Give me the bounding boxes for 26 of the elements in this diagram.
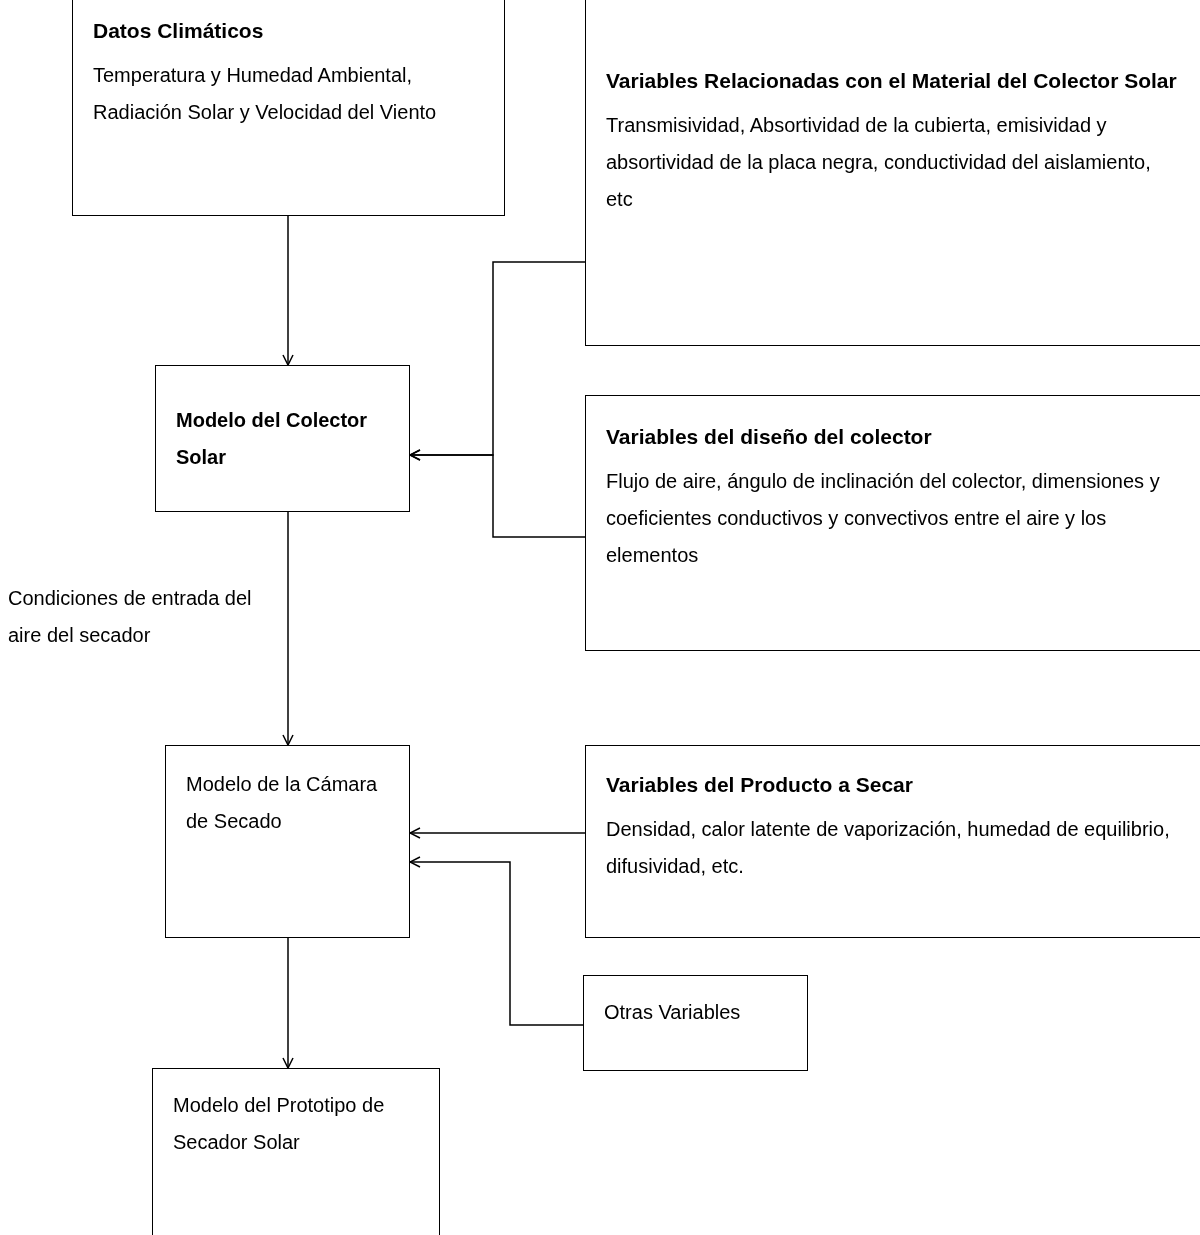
box-text: Densidad, calor latente de vaporización, humedad de equilibrio, difusividad, etc. [606, 817, 1171, 879]
box-text: Transmisividad, Absortividad de la cubierta, emisividad y absortividad de la placa negra, conductividad del aislamiento, etc [606, 113, 1152, 212]
box-text: Modelo del Colector Solar [176, 408, 369, 470]
process-box [165, 745, 410, 938]
box-heading: Variables del diseño del colector [606, 424, 933, 450]
box-text: Modelo de la Cámara de Secado [186, 772, 379, 834]
box-heading: Datos Climáticos [93, 18, 265, 44]
arrow [409, 856, 584, 1026]
box-heading: Variables del Producto a Secar [606, 772, 914, 798]
process-box [585, 395, 1200, 651]
arrow [409, 449, 586, 538]
process-box [152, 1068, 440, 1235]
box-text: Otras Variables [604, 1000, 742, 1025]
process-box [155, 365, 410, 512]
arrow [409, 827, 586, 839]
box-text: Modelo del Prototipo de Secador Solar [173, 1093, 386, 1155]
arrow [282, 215, 294, 366]
box-text: Flujo de aire, ángulo de inclinación del colector, dimensiones y coeficientes conductivos y convectivos entre el aire y los elementos [606, 469, 1161, 568]
process-box [585, 745, 1200, 938]
process-box [72, 0, 505, 216]
process-box [583, 975, 808, 1071]
box-heading: Variables Relacionadas con el Material del Colector Solar [606, 68, 1178, 94]
arrow [282, 937, 294, 1069]
process-box [585, 0, 1200, 346]
box-text: Temperatura y Humedad Ambiental, Radiación Solar y Velocidad del Viento [93, 63, 438, 125]
arrow [282, 511, 294, 746]
